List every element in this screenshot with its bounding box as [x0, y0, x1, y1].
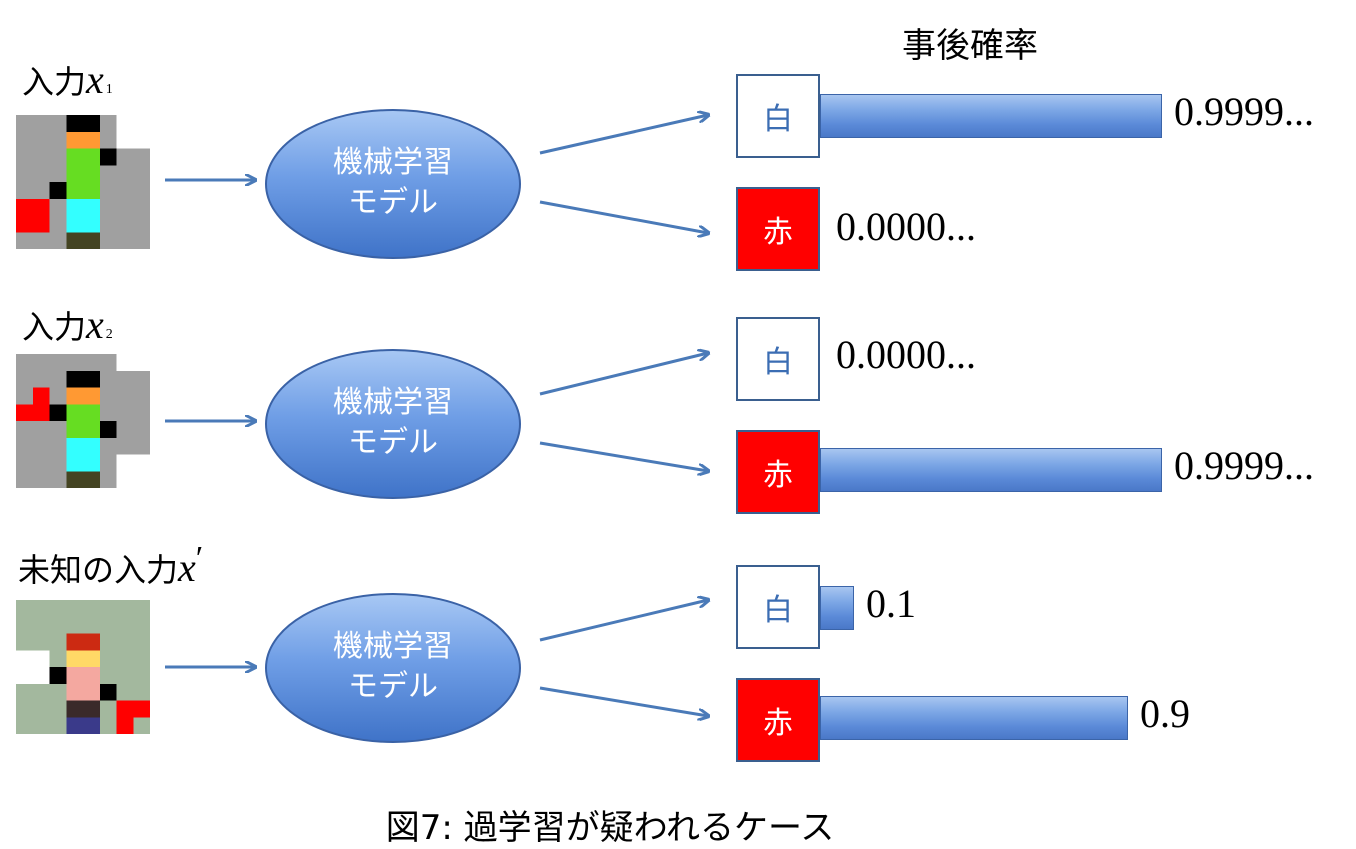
input-variable: x [86, 57, 104, 102]
posterior-probability-header: 事後確率 [902, 26, 1038, 66]
prob-label-red-3: 0.9 [1140, 691, 1190, 736]
output-arrow-white-3 [539, 600, 708, 642]
input-image-1 [16, 115, 150, 249]
input-label-3: 未知の入力x′ [18, 540, 203, 591]
figure-caption: 図7: 過学習が疑われるケース [385, 808, 835, 848]
prob-bar-white-1 [820, 94, 1162, 138]
prob-bar-red-2 [820, 448, 1162, 492]
input-variable: x [86, 302, 104, 347]
prob-bar-white-3 [820, 586, 854, 630]
input-subscript: 2 [105, 327, 113, 342]
class-white-box-2: 白 [736, 317, 820, 401]
output-arrow-red-1 [539, 200, 708, 233]
input-image-3 [16, 600, 150, 734]
prob-label-white-2: 0.0000... [836, 332, 976, 377]
class-white-box-3: 白 [736, 565, 820, 649]
prob-label-white-3: 0.1 [866, 581, 916, 626]
model-ellipse-2 [265, 349, 521, 499]
class-white-box-1: 白 [736, 74, 820, 158]
input-prime: ′ [195, 540, 204, 577]
output-arrow-white-1 [539, 115, 708, 155]
prob-label-red-2: 0.9999... [1174, 443, 1314, 488]
prob-bar-red-3 [820, 696, 1128, 740]
model-ellipse-3 [265, 593, 521, 743]
output-arrow-white-2 [539, 353, 708, 396]
model-label-line2: モデル [348, 425, 438, 460]
output-arrow-red-3 [539, 686, 708, 716]
input-label-prefix: 入力 [22, 308, 87, 346]
input-label-prefix: 入力 [22, 63, 87, 101]
prob-label-white-1: 0.9999... [1174, 89, 1314, 134]
model-label-line1: 機械学習 [333, 145, 453, 180]
input-subscript: 1 [105, 82, 113, 97]
model-label-line1: 機械学習 [333, 629, 453, 664]
class-red-box-3: 赤 [736, 678, 820, 762]
model-label-line1: 機械学習 [333, 385, 453, 420]
model-label-line2: モデル [348, 185, 438, 220]
output-arrow-red-2 [539, 441, 708, 471]
model-ellipse-1 [265, 109, 521, 259]
class-red-box-2: 赤 [736, 430, 820, 514]
input-label-prefix: 未知の入力 [18, 551, 179, 589]
class-red-box-1: 赤 [736, 187, 820, 271]
input-image-2 [16, 354, 150, 488]
input-variable: x [178, 545, 196, 590]
prob-label-red-1: 0.0000... [836, 204, 976, 249]
model-label-line2: モデル [348, 669, 438, 704]
